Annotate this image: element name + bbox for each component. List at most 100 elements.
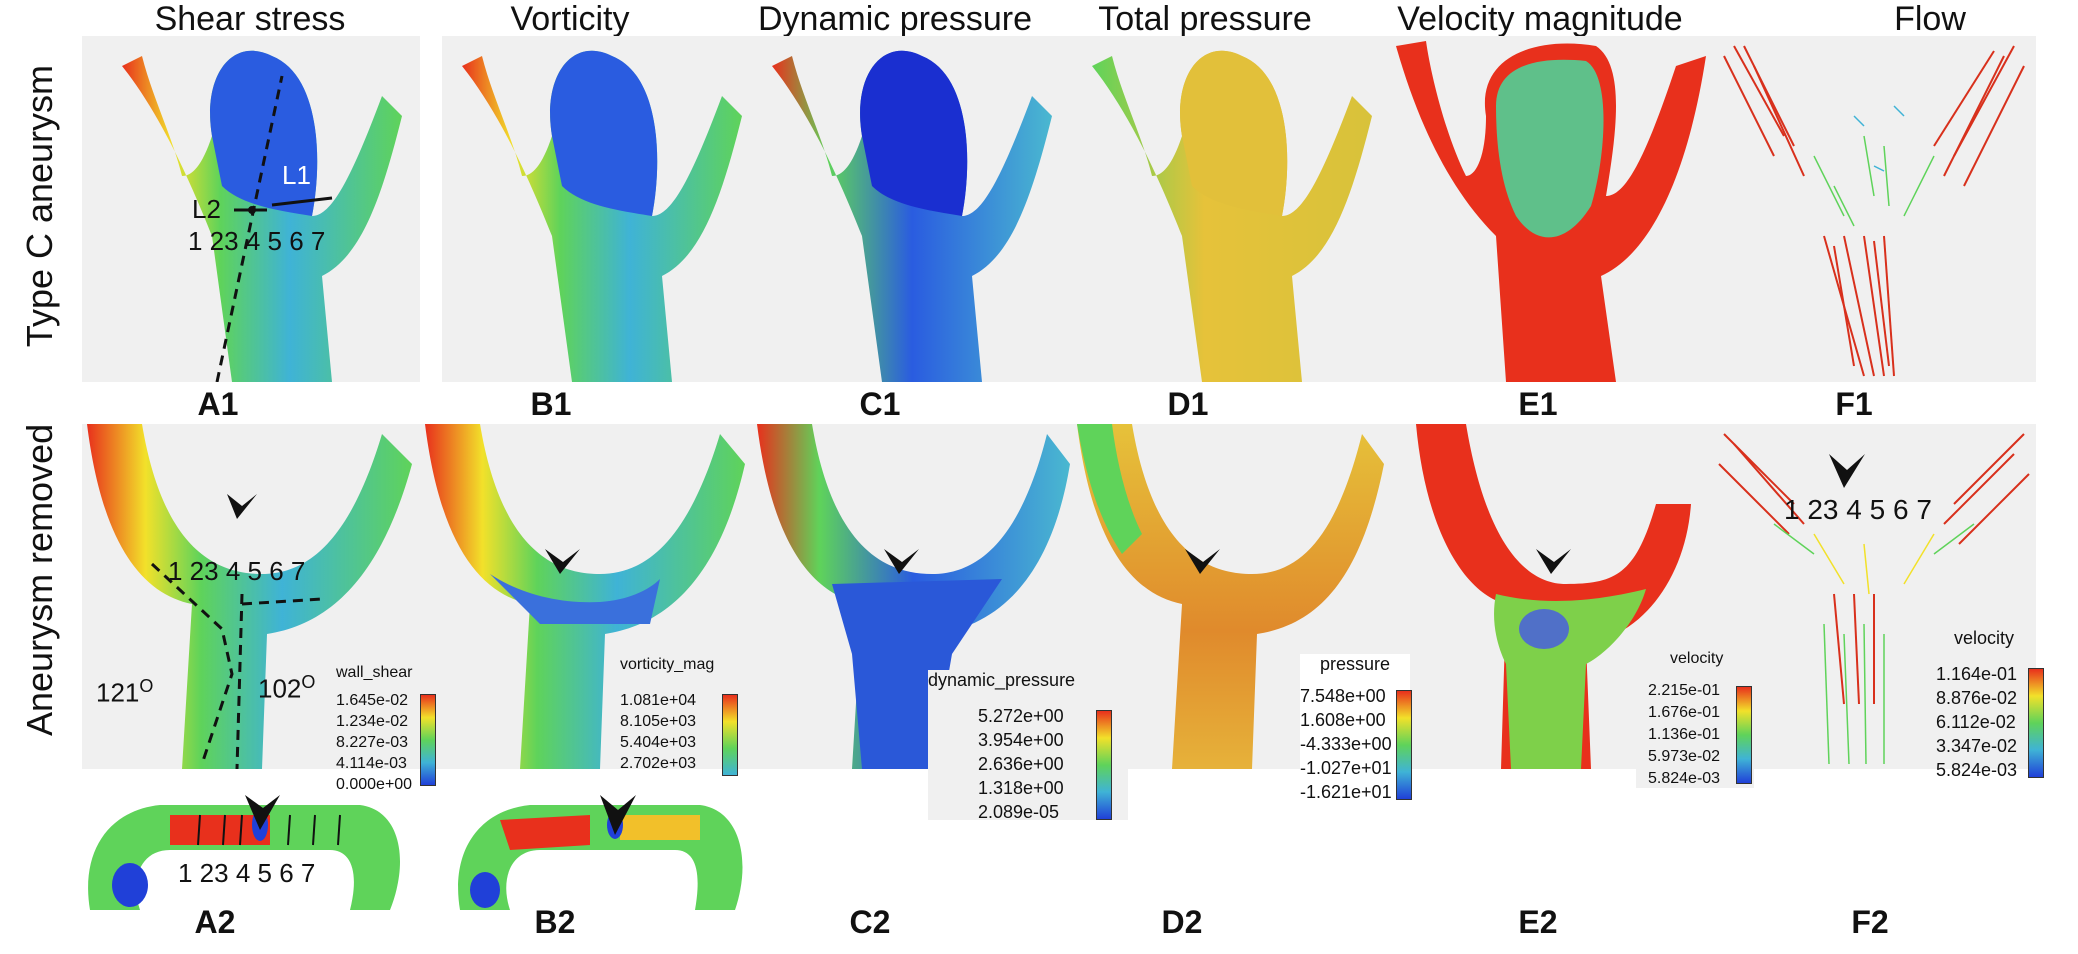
legend-velocity-e-title: velocity xyxy=(1670,650,1724,667)
legend-dynamic-pressure-tick-4: 2.089e-05 xyxy=(978,802,1060,822)
label-numbers-a2: 1 23 4 5 6 7 xyxy=(168,556,306,586)
sublabel-e1: E1 xyxy=(1518,386,1558,422)
column-header-shear-stress: Shear stress xyxy=(154,0,346,38)
legend-velocity-f: velocity 1.164e-01 8.876e-02 6.112e-02 3… xyxy=(1920,628,2046,780)
sublabel-c1: C1 xyxy=(859,386,901,422)
arrow-l1-l2 xyxy=(234,196,333,214)
panel-d1-total-pressure xyxy=(1072,36,1386,382)
column-header-velocity-magnitude: Velocity magnitude xyxy=(1397,0,1683,38)
panel-a2-unrolled-strip xyxy=(70,790,410,920)
strip-render-a2 xyxy=(88,795,400,910)
panel-a1-shear-stress xyxy=(82,36,420,382)
column-header-dynamic-pressure: Dynamic pressure xyxy=(758,0,1032,38)
legend-dynamic-pressure: dynamic_pressure 5.272e+00 3.954e+00 2.6… xyxy=(928,670,1128,822)
legend-pressure-tick-2: -4.333e+00 xyxy=(1300,734,1392,754)
legend-vorticity: vorticity_mag 1.081e+04 8.105e+03 5.404e… xyxy=(620,656,750,776)
angle-102-value: 102 xyxy=(258,673,302,704)
flow-vectors-f1 xyxy=(1723,45,2025,377)
vessel-render-a2 xyxy=(87,424,412,769)
legend-vorticity-tick-3: 2.702e+03 xyxy=(620,755,697,772)
angle-121-degree: O xyxy=(139,676,154,696)
label-angle-121: 121O xyxy=(96,676,153,709)
vessel-render-d1 xyxy=(1092,50,1372,382)
legend-vorticity-tick-0: 1.081e+04 xyxy=(620,692,697,709)
panel-b1-vorticity xyxy=(442,36,752,382)
legend-velocity-f-tick-3: 3.347e-02 xyxy=(1936,736,2018,756)
legend-velocity-f-tick-4: 5.824e-03 xyxy=(1936,760,2018,780)
legend-wall-shear: wall_shear 1.645e-02 1.234e-02 8.227e-03… xyxy=(336,664,436,793)
sublabel-a2: A2 xyxy=(194,904,236,940)
vessel-render-b1 xyxy=(462,50,742,382)
legend-vorticity-colorbar xyxy=(722,694,738,776)
panel-b2-vorticity xyxy=(420,424,752,769)
legend-pressure-tick-1: 1.608e+00 xyxy=(1300,710,1386,730)
column-header-flow: Flow xyxy=(1894,0,1966,38)
legend-velocity-f-title: velocity xyxy=(1954,628,2015,648)
legend-dynamic-pressure-title: dynamic_pressure xyxy=(928,670,1076,690)
sublabel-a1: A1 xyxy=(197,386,239,422)
legend-wall-shear-tick-0: 1.645e-02 xyxy=(336,692,409,709)
legend-vorticity-tick-1: 8.105e+03 xyxy=(620,713,697,730)
row-label-aneurysm-removed: Aneurysm removed xyxy=(19,423,60,736)
sublabel-f1: F1 xyxy=(1835,386,1873,422)
legend-pressure-title: pressure xyxy=(1320,654,1391,674)
legend-pressure: pressure 7.548e+00 1.608e+00 -4.333e+00 … xyxy=(1300,654,1412,804)
sublabel-b1: B1 xyxy=(530,386,572,422)
legend-wall-shear-colorbar xyxy=(420,694,436,786)
label-l2: L2 xyxy=(192,194,221,224)
legend-velocity-e: velocity 2.215e-01 1.676e-01 1.136e-01 5… xyxy=(1636,648,1754,788)
vessel-render-c2 xyxy=(757,424,1070,769)
legend-velocity-e-tick-4: 5.824e-03 xyxy=(1648,770,1721,787)
sublabel-d1: D1 xyxy=(1167,386,1209,422)
flow-vectors-f2 xyxy=(1718,433,2030,765)
label-numbers-f2: 1 23 4 5 6 7 xyxy=(1784,494,1932,525)
label-numbers-strip: 1 23 4 5 6 7 xyxy=(178,858,316,888)
column-header-vorticity: Vorticity xyxy=(510,0,630,38)
legend-velocity-e-tick-0: 2.215e-01 xyxy=(1648,682,1721,699)
label-l1: L1 xyxy=(282,160,311,190)
angle-121-value: 121 xyxy=(96,677,140,708)
legend-pressure-colorbar xyxy=(1396,690,1412,800)
legend-dynamic-pressure-tick-2: 2.636e+00 xyxy=(978,754,1064,774)
legend-velocity-e-tick-3: 5.973e-02 xyxy=(1648,748,1721,765)
row-label-type-c-aneurysm: Type C aneurysm xyxy=(19,64,60,348)
legend-wall-shear-tick-4: 0.000e+00 xyxy=(336,776,413,793)
legend-wall-shear-tick-3: 4.114e-03 xyxy=(336,755,407,772)
vessel-render-e2 xyxy=(1416,424,1691,769)
panel-f1-flow xyxy=(1714,36,2036,382)
legend-velocity-f-tick-2: 6.112e-02 xyxy=(1936,712,2016,732)
panel-f2-flow xyxy=(1714,424,2036,769)
legend-vorticity-title: vorticity_mag xyxy=(620,656,715,673)
label-angle-102: 102O xyxy=(258,672,315,705)
vessel-render-e1 xyxy=(1396,41,1706,382)
legend-dynamic-pressure-colorbar xyxy=(1096,710,1112,820)
label-numbers-a1: 1 23 4 5 6 7 xyxy=(188,226,326,256)
panel-c1-dynamic-pressure xyxy=(752,36,1072,382)
panel-e1-velocity-magnitude xyxy=(1386,36,1714,382)
legend-pressure-tick-3: -1.027e+01 xyxy=(1300,758,1392,778)
sublabel-b2: B2 xyxy=(534,904,576,940)
legend-pressure-tick-4: -1.621e+01 xyxy=(1300,782,1392,802)
sublabel-c2: C2 xyxy=(849,904,891,940)
legend-velocity-f-tick-0: 1.164e-01 xyxy=(1936,664,2018,684)
vessel-render-c1 xyxy=(772,50,1052,382)
angle-102-degree: O xyxy=(301,672,316,692)
legend-wall-shear-tick-1: 1.234e-02 xyxy=(336,713,409,730)
panel-b2-unrolled-strip xyxy=(440,790,752,920)
legend-dynamic-pressure-tick-0: 5.272e+00 xyxy=(978,706,1064,726)
sublabel-d2: D2 xyxy=(1161,904,1203,940)
legend-dynamic-pressure-tick-1: 3.954e+00 xyxy=(978,730,1064,750)
legend-pressure-tick-0: 7.548e+00 xyxy=(1300,686,1386,706)
panel-a2-shear-stress xyxy=(82,424,420,769)
legend-velocity-e-tick-1: 1.676e-01 xyxy=(1648,704,1721,721)
legend-velocity-f-colorbar xyxy=(2028,668,2044,778)
legend-wall-shear-tick-2: 8.227e-03 xyxy=(336,734,409,751)
legend-dynamic-pressure-tick-3: 1.318e+00 xyxy=(978,778,1064,798)
vessel-render-a1 xyxy=(122,50,402,382)
legend-wall-shear-title: wall_shear xyxy=(336,664,413,681)
sublabel-e2: E2 xyxy=(1518,904,1558,940)
legend-velocity-e-colorbar xyxy=(1736,686,1752,784)
legend-vorticity-tick-2: 5.404e+03 xyxy=(620,734,697,751)
sublabel-f2: F2 xyxy=(1851,904,1889,940)
legend-velocity-e-tick-2: 1.136e-01 xyxy=(1648,726,1721,743)
